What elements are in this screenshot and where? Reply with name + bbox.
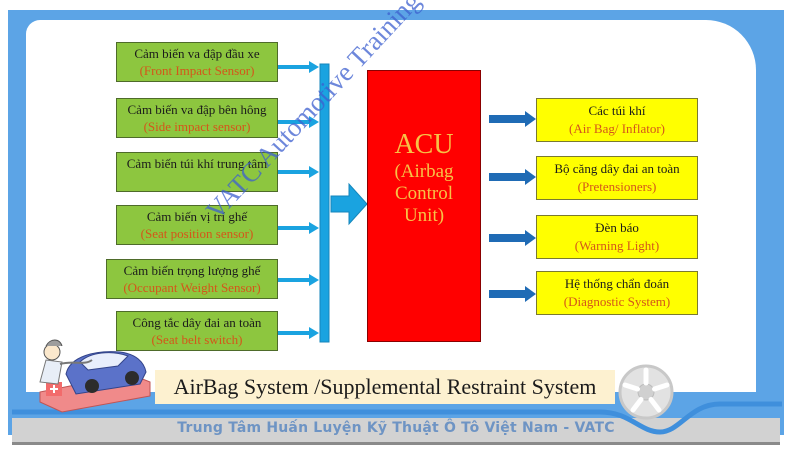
input-arrow: [278, 327, 319, 339]
input-arrow: [278, 222, 319, 234]
bus-to-acu-arrow: [330, 182, 368, 226]
output-arrow: [489, 111, 536, 127]
output-label-en: (Warning Light): [574, 238, 660, 253]
input-side-impact-sensor: Cảm biến va đập bên hông (Side impact se…: [116, 98, 278, 138]
acu-line-1: (Airbag: [394, 161, 454, 182]
output-label-vn: Bộ căng dây đai an toàn: [554, 161, 680, 176]
input-label-en: (Occupant Weight Sensor): [123, 280, 261, 295]
acu-controller-box: ACU (Airbag Control Unit): [367, 70, 481, 342]
output-label-vn: Hệ thống chẩn đoán: [564, 276, 670, 291]
input-arrow: [278, 116, 319, 128]
input-label-vn: Công tắc dây đai an toàn: [132, 315, 262, 330]
input-center-airbag-sensor: Cảm biến túi khí trung tâm: [116, 152, 278, 192]
input-seat-position-sensor: Cảm biến vị trí ghế (Seat position senso…: [116, 205, 278, 245]
output-label-en: (Pretensioners): [577, 179, 657, 194]
input-label-vn: Cảm biến trọng lượng ghế: [123, 263, 261, 278]
input-label-en: (Seat belt switch): [151, 332, 243, 347]
output-label-vn: Các túi khí: [588, 103, 646, 118]
input-arrow: [278, 166, 319, 178]
output-warning-light: Đèn báo (Warning Light): [536, 215, 698, 259]
input-arrow: [278, 274, 319, 286]
footer-text: Trung Tâm Huấn Luyện Kỹ Thuật Ô Tô Việt …: [177, 420, 615, 436]
input-label-vn: Cảm biến va đập đầu xe: [134, 46, 260, 61]
footer-wave: [12, 401, 782, 435]
input-label-en: (Front Impact Sensor): [139, 63, 255, 78]
output-diagnostic-system: Hệ thống chẩn đoán (Diagnostic System): [536, 271, 698, 315]
output-label-vn: Đèn báo: [595, 220, 639, 235]
input-seat-belt-switch: Công tắc dây đai an toàn (Seat belt swit…: [116, 311, 278, 351]
output-arrow: [489, 286, 536, 302]
output-pretensioners: Bộ căng dây đai an toàn (Pretensioners): [536, 156, 698, 200]
title-band: AirBag System /Supplemental Restraint Sy…: [155, 370, 615, 404]
output-arrow: [489, 169, 536, 185]
input-label-en: (Seat position sensor): [140, 226, 254, 241]
input-front-impact-sensor: Cảm biến va đập đầu xe (Front Impact Sen…: [116, 42, 278, 82]
input-occupant-weight-sensor: Cảm biến trọng lượng ghế (Occupant Weigh…: [106, 259, 278, 299]
output-arrow: [489, 230, 536, 246]
input-arrow: [278, 61, 319, 73]
input-label-vn: Cảm biến túi khí trung tâm: [126, 156, 268, 171]
input-label-en: (Side impact sensor): [143, 119, 251, 134]
output-label-en: (Diagnostic System): [563, 294, 671, 309]
output-airbag-inflator: Các túi khí (Air Bag/ Inflator): [536, 98, 698, 142]
acu-line-3: Unit): [403, 205, 445, 226]
acu-title: ACU: [394, 129, 454, 160]
output-label-en: (Air Bag/ Inflator): [568, 121, 666, 136]
mechanic-car-clipart: [39, 339, 151, 413]
input-label-vn: Cảm biến vị trí ghế: [146, 209, 248, 224]
input-bus-bar: [319, 63, 330, 343]
wheel-rim-icon: [618, 364, 674, 420]
diagram-title: AirBag System /Supplemental Restraint Sy…: [173, 374, 597, 399]
acu-line-2: Control: [394, 183, 454, 204]
input-label-vn: Cảm biến va đập bên hông: [127, 102, 267, 117]
